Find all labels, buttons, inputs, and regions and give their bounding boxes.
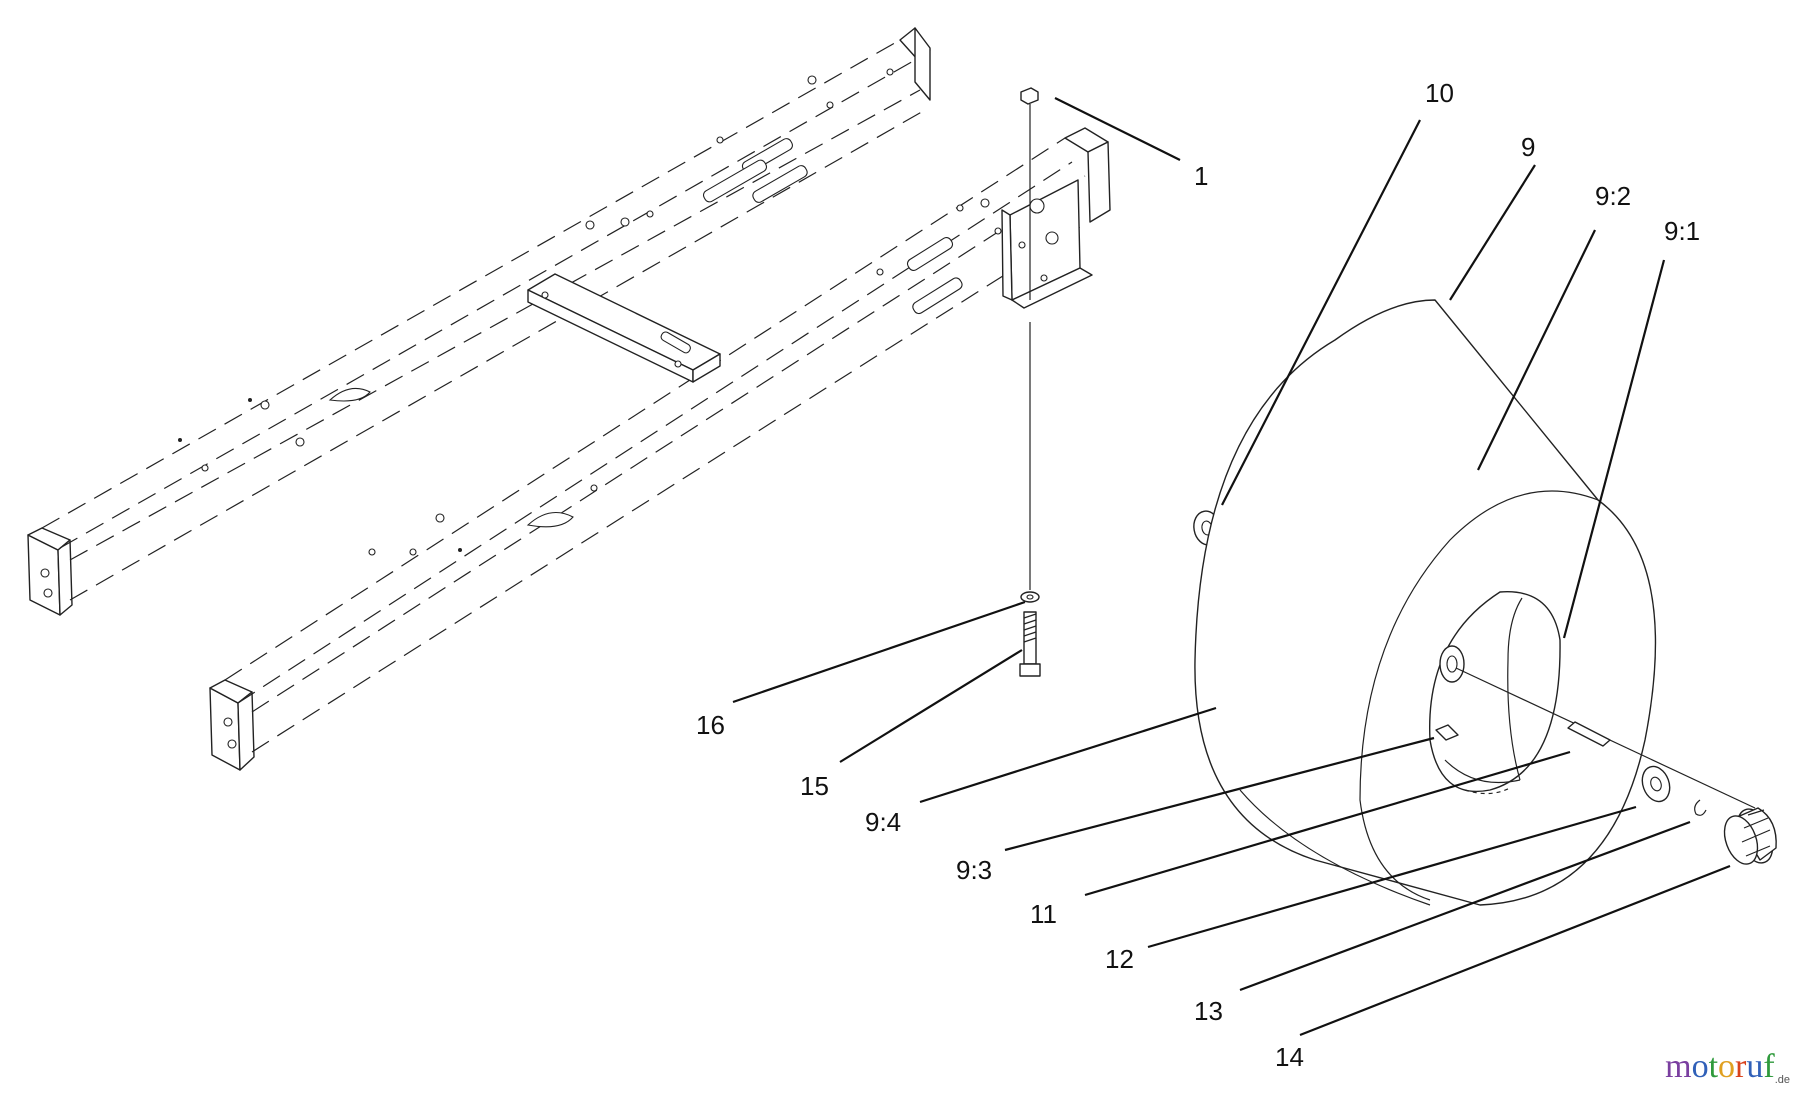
logo-letter: m xyxy=(1665,1048,1692,1085)
callout-13: 13 xyxy=(1194,996,1223,1026)
callout-9-2: 9:2 xyxy=(1595,181,1631,211)
logo-wordmark: motoruf xyxy=(1665,1048,1775,1086)
leader-12 xyxy=(1147,805,1637,949)
washer-part-16 xyxy=(1020,591,1040,603)
frame-rail-rear xyxy=(27,27,931,616)
valve-stem-part-9-3 xyxy=(1435,724,1459,741)
rim-part-9-1 xyxy=(1428,591,1561,795)
leader-16 xyxy=(732,600,1026,704)
callout-16: 16 xyxy=(696,710,725,740)
callout-9-4: 9:4 xyxy=(865,807,901,837)
washer-part-12 xyxy=(1641,765,1671,803)
leader-1 xyxy=(1054,97,1181,161)
callouts: 1 10 9 9:2 9:1 16 15 9:4 9:3 11 12 13 14 xyxy=(696,78,1700,1072)
callout-14: 14 xyxy=(1275,1042,1304,1072)
key-part-11 xyxy=(1567,721,1611,747)
frame-rails xyxy=(27,27,1111,771)
logo-letter: f xyxy=(1763,1048,1775,1085)
leader-15 xyxy=(839,649,1023,763)
callout-11: 11 xyxy=(1030,899,1057,929)
callout-12: 12 xyxy=(1105,944,1134,974)
bolt-part-15 xyxy=(1019,611,1041,677)
cap-part-14 xyxy=(1723,807,1777,865)
callout-9: 9 xyxy=(1521,132,1535,162)
frame-cross-member xyxy=(527,273,721,383)
leader-9-2 xyxy=(1477,229,1596,471)
logo-tld: .de xyxy=(1774,1074,1790,1086)
clip-part-13 xyxy=(1694,799,1707,816)
logo-letter: o xyxy=(1718,1048,1736,1085)
leader-9-3 xyxy=(1004,736,1435,852)
callout-1: 1 xyxy=(1194,161,1208,191)
frame-rail-front xyxy=(209,127,1111,771)
logo-letter: t xyxy=(1708,1048,1719,1085)
callout-9-1: 9:1 xyxy=(1664,216,1700,246)
leader-9-4 xyxy=(919,706,1217,804)
axle-bracket xyxy=(1001,179,1093,309)
callout-15: 15 xyxy=(800,771,829,801)
logo-letter: o xyxy=(1691,1048,1709,1085)
leader-9 xyxy=(1449,164,1536,301)
logo-letter: r xyxy=(1735,1048,1747,1085)
leader-10 xyxy=(1221,119,1421,506)
leader-lines xyxy=(732,97,1731,1037)
nut-part-1 xyxy=(1020,87,1039,300)
leader-14 xyxy=(1299,864,1731,1037)
logo-letter: u xyxy=(1746,1048,1764,1085)
callout-9-3: 9:3 xyxy=(956,855,992,885)
motoruf-logo: motoruf.de xyxy=(1665,1048,1790,1086)
leader-13 xyxy=(1239,820,1691,992)
leader-9-1 xyxy=(1562,259,1666,639)
callout-10: 10 xyxy=(1425,78,1454,108)
tire-part-9 xyxy=(1194,299,1657,906)
leader-11 xyxy=(1084,750,1571,897)
